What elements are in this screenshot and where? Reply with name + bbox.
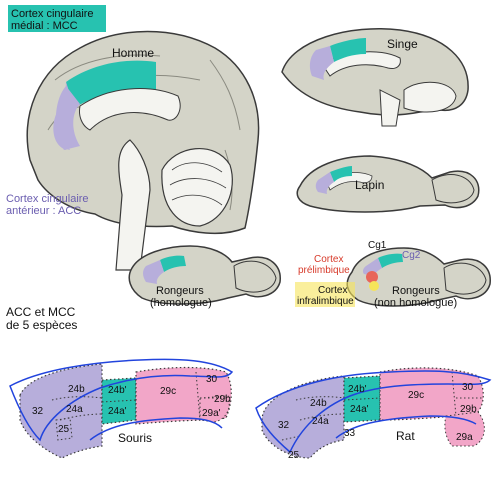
mouse-map (9, 358, 234, 459)
mouse-24b-prime: 24b' (108, 385, 127, 396)
mouse-24a-prime: 24a' (108, 406, 127, 417)
rat-24a: 24a (312, 416, 329, 427)
cg1-label: Cg1 (368, 240, 387, 251)
rat-24b: 24b (310, 398, 327, 409)
rat-32: 32 (278, 420, 290, 431)
homme-label: Homme (112, 46, 154, 60)
infralimbic-label2: infralimbique (297, 296, 354, 307)
rabbit-mcc (330, 166, 352, 182)
lapin-label: Lapin (355, 178, 384, 192)
rodent-n-label2: (non homologue) (374, 297, 457, 309)
rat-29a-region (444, 411, 485, 447)
rat-callosum-line (335, 415, 477, 439)
rat-29c: 29c (408, 390, 424, 401)
species-label1: ACC et MCC (6, 305, 76, 319)
rodent-h-acc (143, 260, 164, 284)
rodent-nonhomolog-brain (346, 247, 491, 307)
acc-label-line2: antérieur : ACC (6, 205, 81, 217)
monkey-mcc (330, 38, 366, 62)
souris-label: Souris (118, 431, 152, 445)
species-label2: de 5 espèces (6, 318, 77, 332)
rodent-n-cg1 (378, 253, 403, 268)
monkey-brainstem (379, 89, 401, 127)
rodent-h-label2: (homologue) (150, 297, 212, 309)
mcc-label-line2: médial : MCC (11, 20, 78, 32)
mouse-29a: 29a' (202, 408, 221, 419)
rat-25: 25 (288, 450, 300, 461)
cg2-label: Cg2 (402, 250, 421, 261)
rat-label: Rat (396, 429, 415, 443)
rat-29a: 29a (456, 432, 473, 443)
singe-label: Singe (387, 37, 418, 51)
rodent-n-infralimbic (369, 281, 379, 291)
rat-33: 33 (344, 428, 356, 439)
rodent-n-cerebellum (443, 262, 487, 295)
mouse-29a-region (199, 395, 230, 423)
rodent-n-prelimbic (366, 271, 378, 283)
human-callosum (79, 88, 181, 131)
mouse-24a: 24a (66, 404, 83, 415)
rodent-n-cg2 (362, 258, 382, 276)
rodent-h-label1: Rongeurs (156, 285, 204, 297)
rat-map (255, 367, 492, 459)
human-mcc (66, 60, 156, 108)
human-brain (26, 30, 260, 271)
mcc-label-line1: Cortex cingulaire (11, 8, 94, 20)
rat-subdivisions (281, 371, 482, 441)
mouse-29c: 29c (160, 386, 176, 397)
rabbit-cerebellum (431, 174, 475, 204)
mouse-border-line (9, 358, 234, 442)
rodent-homolog-brain (128, 245, 281, 305)
human-cerebellum-folia (169, 162, 227, 206)
rat-30: 30 (462, 382, 474, 393)
prelimbic-label1: Cortex (314, 254, 343, 265)
mouse-24b: 24b (68, 384, 85, 395)
mouse-29b: 29b (214, 394, 231, 405)
mouse-32: 32 (32, 406, 44, 417)
mouse-30: 30 (206, 374, 218, 385)
infralimbic-label-bg (295, 282, 355, 307)
mouse-subdivisions (51, 371, 228, 421)
rodent-h-cerebellum (233, 260, 277, 293)
rabbit-brain (296, 155, 480, 213)
mcc-label-bg (8, 5, 106, 32)
mouse-callosum-line (89, 417, 223, 441)
monkey-cerebellum (403, 81, 457, 113)
acc-label-line1: Cortex cingulaire (6, 193, 89, 205)
infralimbic-label1: Cortex (318, 285, 347, 296)
rat-rsc-region (379, 367, 484, 421)
rat-mcc-region (343, 375, 381, 423)
monkey-brain (281, 28, 469, 127)
rodent-h-mcc (160, 255, 186, 272)
rat-acc-region (261, 375, 345, 459)
rabbit-acc (315, 172, 334, 194)
mouse-25: 25 (58, 424, 70, 435)
human-brainstem (115, 139, 151, 271)
monkey-acc (309, 46, 334, 80)
prelimbic-label2: prélimbique (298, 265, 350, 276)
rat-29b: 29b (460, 404, 477, 415)
rat-24a-prime: 24a' (350, 404, 369, 415)
rat-24b-prime: 24b' (348, 384, 367, 395)
rodent-n-label1: Rongeurs (392, 285, 440, 297)
rat-border-line (255, 370, 492, 454)
human-acc-main (55, 86, 80, 150)
